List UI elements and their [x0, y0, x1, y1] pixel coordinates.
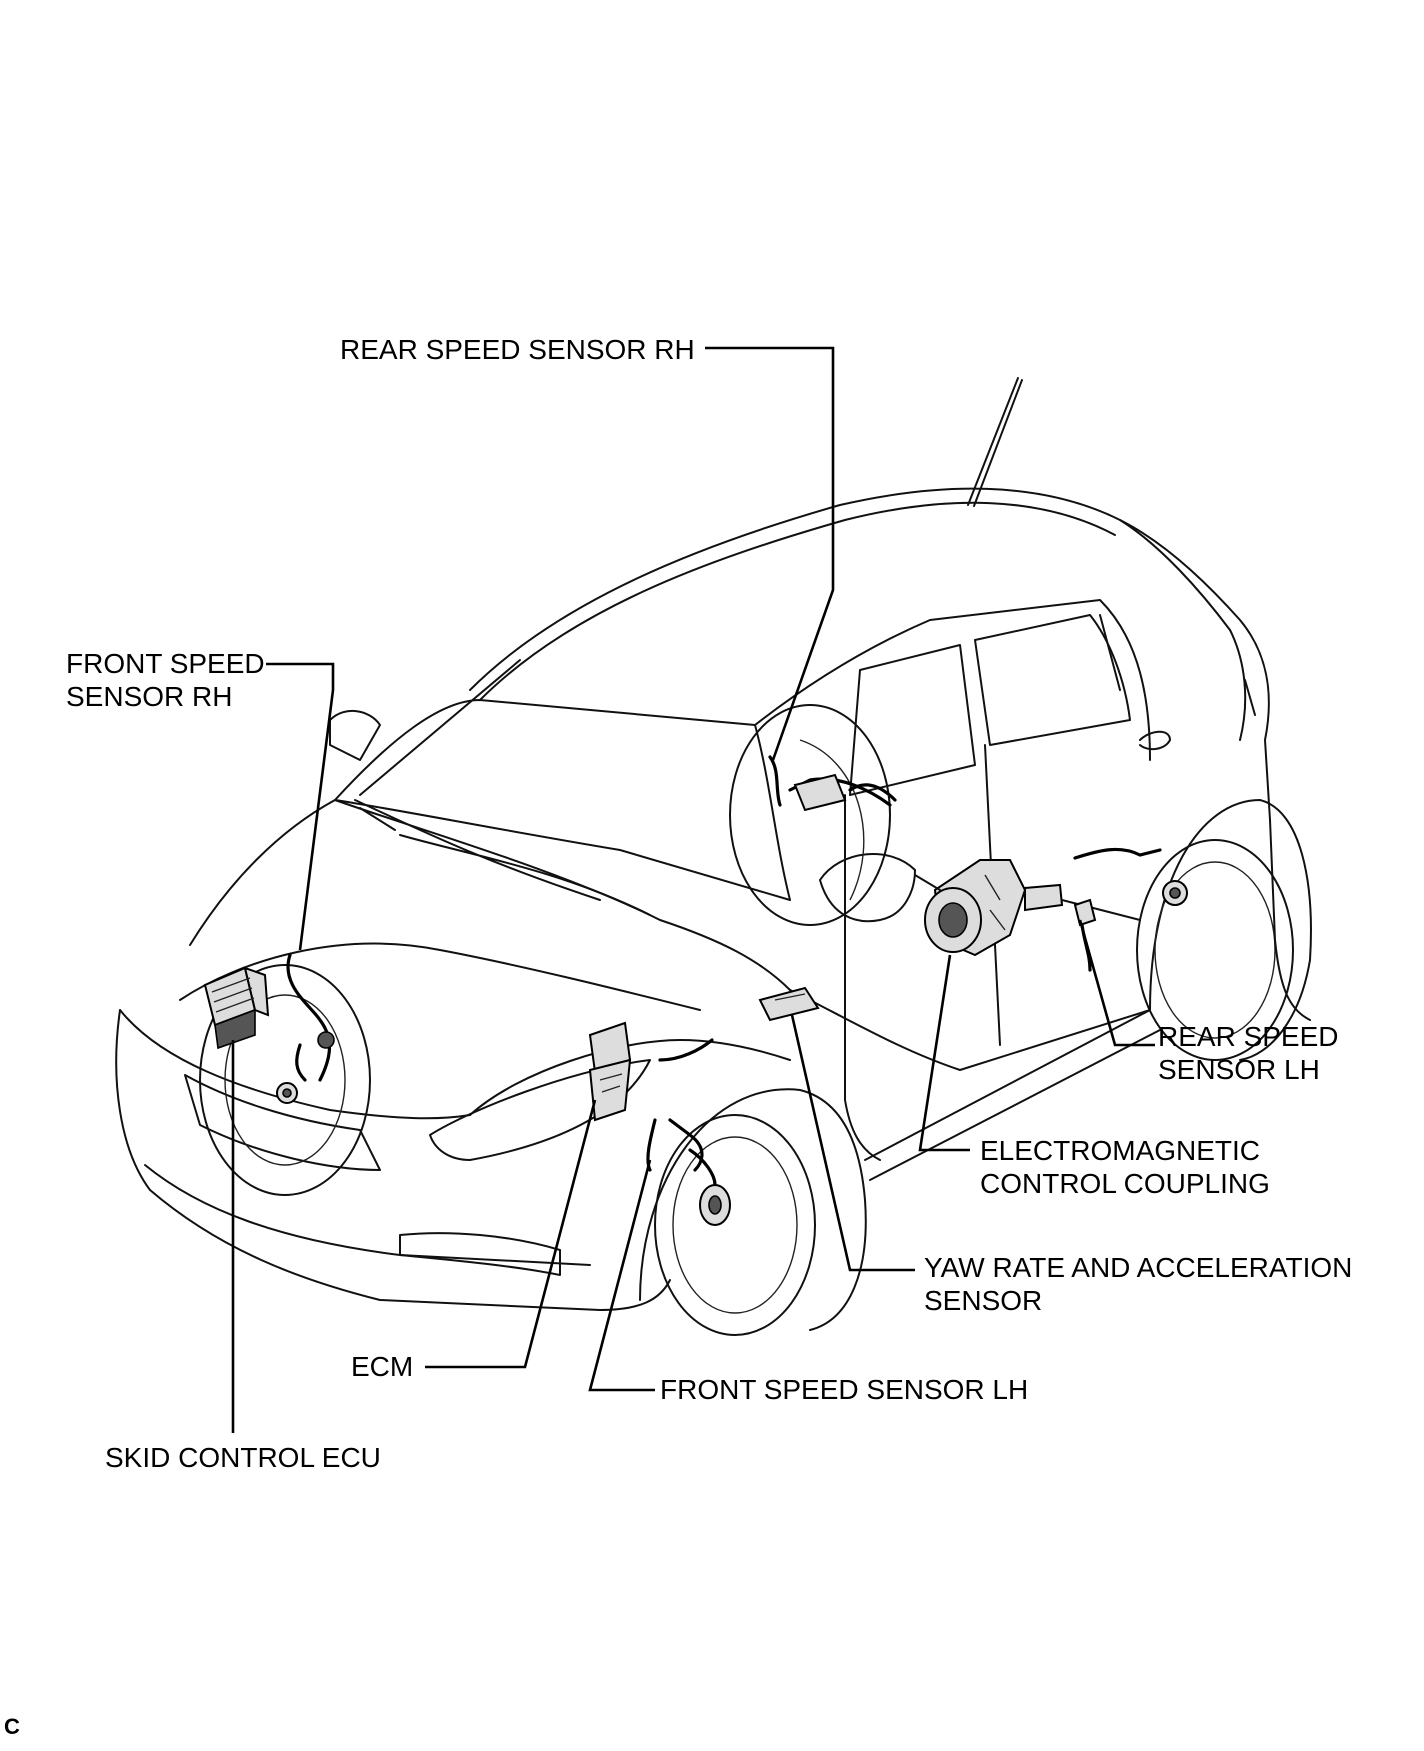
rear-wheel-rh	[729, 704, 891, 926]
label-rear-speed-sensor-lh: REAR SPEED SENSOR LH	[1158, 1021, 1339, 1085]
label-front-speed-sensor-lh: FRONT SPEED SENSOR LH	[660, 1374, 1029, 1405]
skid-control-ecu-part	[203, 966, 270, 1050]
rear-door-window	[974, 614, 1131, 746]
windshield	[334, 699, 791, 901]
front-speed-sensor-rh-part	[276, 953, 335, 1104]
ecm-part	[588, 1021, 714, 1122]
leader-yaw-rate-sensor	[790, 1014, 915, 1272]
front-grille	[184, 1074, 381, 1171]
label-skid-control-ecu: SKID CONTROL ECU	[105, 1442, 381, 1473]
label-ecm: ECM	[351, 1351, 414, 1382]
rear-speed-sensor-rh-part	[768, 755, 897, 812]
yaw-rate-sensor-part	[758, 986, 820, 1022]
antenna	[967, 377, 1023, 507]
wipers	[354, 799, 651, 916]
front-speed-sensor-lh-part	[646, 1118, 731, 1226]
label-front-speed-sensor-rh: FRONT SPEED SENSOR RH	[66, 648, 265, 712]
leader-front-speed-sensor-rh	[266, 662, 335, 951]
front-wheel-rh	[199, 964, 371, 1196]
electromagnetic-coupling-part	[914, 859, 1141, 957]
rear-wheel-arch	[1149, 799, 1312, 1061]
roof-outline	[469, 487, 1231, 691]
headlight	[429, 1059, 651, 1161]
rear-speed-sensor-lh-part	[1073, 847, 1188, 972]
front-wheel-arch	[639, 1088, 867, 1331]
rear-wheel-lh	[1136, 839, 1294, 1061]
hood	[189, 799, 791, 991]
leader-rear-speed-sensor-rh	[705, 346, 835, 761]
figure-code: C	[4, 1714, 20, 1739]
side-mirror	[819, 853, 916, 923]
rear-hatch	[1119, 519, 1271, 821]
components	[203, 755, 1188, 1226]
label-rear-speed-sensor-rh: REAR SPEED SENSOR RH	[340, 334, 695, 365]
label-electromagnetic-control-coupling: ELECTROMAGNETIC CONTROL COUPLING	[980, 1135, 1270, 1199]
front-door-window	[849, 644, 976, 796]
leader-front-speed-sensor-lh	[588, 1159, 655, 1392]
front-wheel-lh	[654, 1114, 816, 1336]
leader-rear-speed-sensor-lh	[1078, 919, 1155, 1047]
leader-lines	[231, 346, 1155, 1433]
front-fascia	[115, 1009, 671, 1311]
leader-electromagnetic-coupling	[918, 954, 970, 1152]
car-outline	[115, 377, 1312, 1336]
leader-ecm	[425, 1099, 597, 1369]
label-yaw-rate-sensor: YAW RATE AND ACCELERATION SENSOR	[924, 1252, 1353, 1316]
